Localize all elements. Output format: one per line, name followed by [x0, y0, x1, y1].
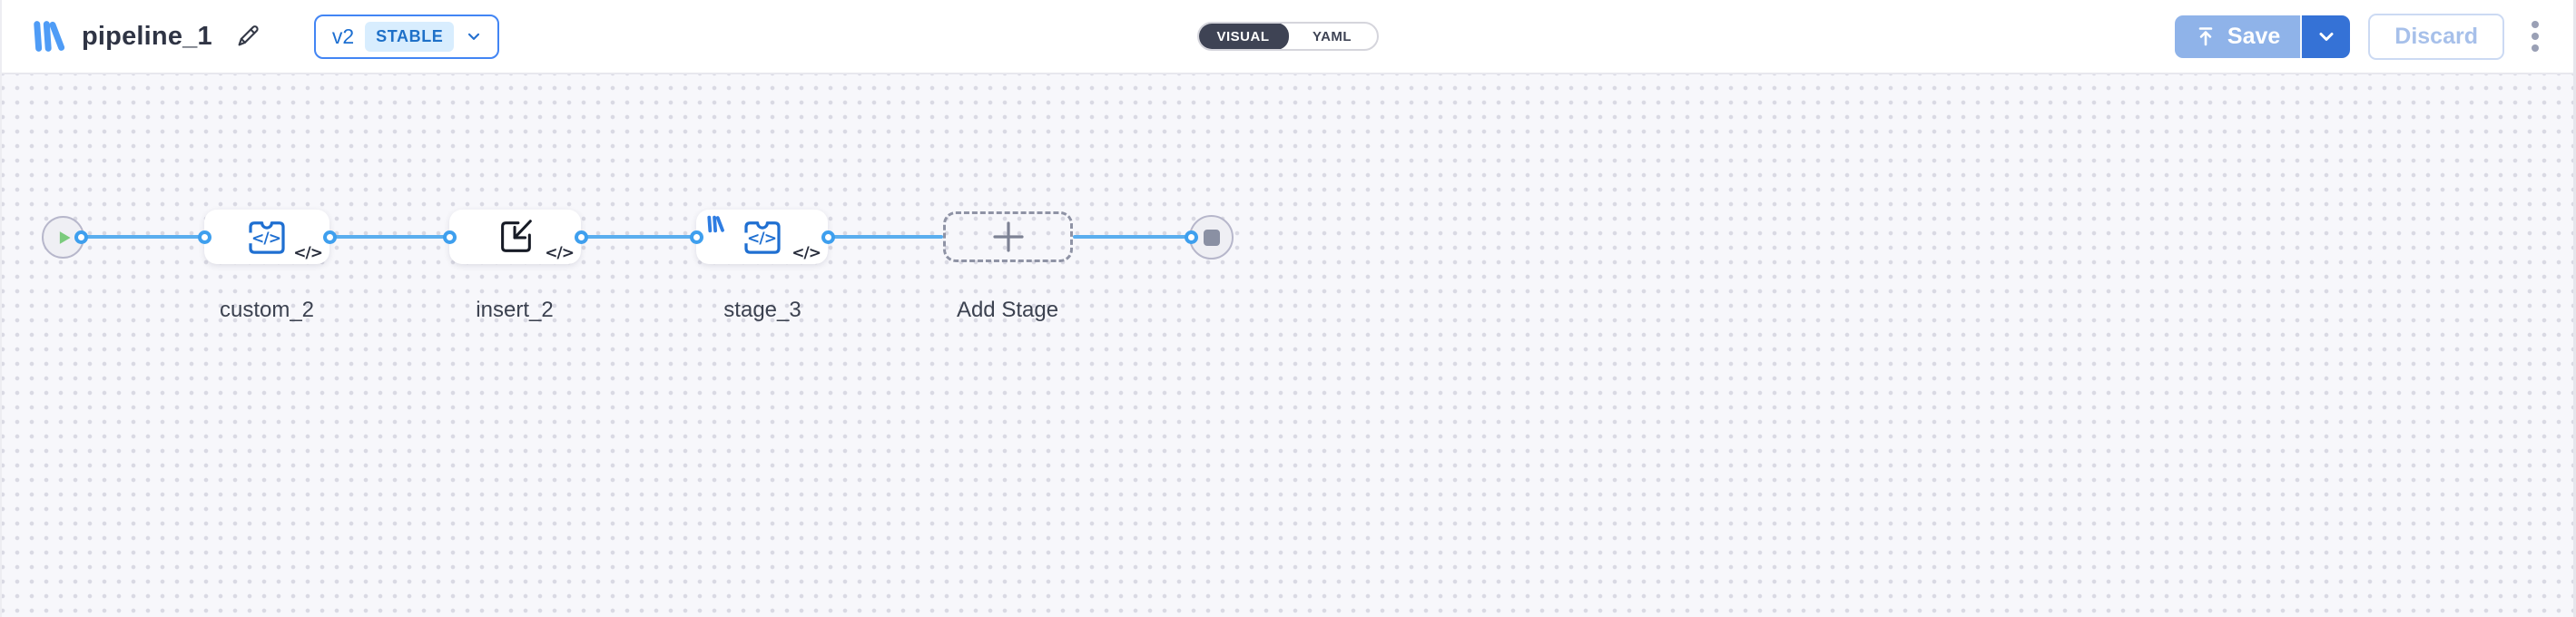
port-custom2-in[interactable] [198, 230, 211, 244]
code-badge: </> [293, 244, 323, 262]
edge-insert2-stage3[interactable] [581, 235, 696, 239]
insert-arrow-icon [495, 216, 536, 258]
stop-icon [1203, 229, 1220, 246]
svg-text:</>: </> [251, 230, 280, 248]
port-insert2-in[interactable] [443, 230, 457, 244]
port-end-in[interactable] [1185, 230, 1198, 244]
pipeline-title: pipeline_1 [82, 21, 212, 51]
tab-visual[interactable]: VISUAL [1198, 24, 1289, 49]
port-stage3-in[interactable] [690, 230, 703, 244]
code-badge: </> [791, 244, 821, 262]
code-plugin-icon: </> [738, 215, 787, 259]
node-label-custom-2: custom_2 [219, 298, 315, 322]
edge-stage3-addstage[interactable] [828, 235, 943, 239]
svg-text:</>: </> [746, 230, 775, 248]
header-right-group: Save Discard [2174, 13, 2544, 60]
version-selector[interactable]: v2 STABLE [313, 14, 500, 59]
kebab-menu-icon[interactable] [2526, 15, 2544, 57]
code-plugin-icon: </> [242, 215, 291, 259]
node-custom-2[interactable]: </> </> [204, 210, 329, 264]
port-insert2-out[interactable] [575, 230, 588, 244]
tab-yaml[interactable]: YAML [1312, 28, 1352, 44]
discard-button-label: Discard [2394, 23, 2478, 49]
upload-icon [2195, 25, 2217, 47]
app-logo-icon[interactable] [31, 17, 65, 55]
save-button[interactable]: Save [2174, 15, 2303, 58]
save-button-label: Save [2227, 23, 2281, 49]
add-stage-button[interactable] [943, 211, 1073, 262]
stage-logo-icon [705, 214, 725, 239]
node-label-add-stage: Add Stage [956, 298, 1059, 322]
view-mode-toggle: VISUAL YAML [1196, 22, 1379, 51]
port-custom2-out[interactable] [323, 230, 337, 244]
discard-button[interactable]: Discard [2368, 13, 2504, 60]
play-icon [54, 228, 74, 248]
chevron-down-icon [465, 27, 483, 45]
pipeline-canvas[interactable]: </> </> </> [2, 74, 2573, 617]
port-start-out[interactable] [74, 230, 88, 244]
header-left-group: pipeline_1 v2 STABLE [31, 14, 500, 59]
node-insert-2[interactable]: </> [449, 210, 581, 264]
edge-custom2-insert2[interactable] [329, 235, 449, 239]
edge-addstage-end[interactable] [1073, 235, 1191, 239]
port-stage3-out[interactable] [821, 230, 835, 244]
node-stage-3[interactable]: </> </> [696, 210, 828, 264]
save-options-caret[interactable] [2302, 15, 2351, 58]
version-stable-badge: STABLE [365, 21, 455, 52]
plus-icon [992, 220, 1025, 253]
edit-title-pencil-icon[interactable] [234, 23, 261, 50]
edge-start-custom2[interactable] [81, 235, 204, 239]
save-split-button: Save [2174, 15, 2351, 58]
node-label-stage-3: stage_3 [723, 298, 801, 322]
version-label: v2 [331, 24, 355, 48]
top-toolbar: pipeline_1 v2 STABLE VISUAL Y [2, 0, 2573, 74]
code-badge: </> [545, 244, 575, 262]
node-label-insert-2: insert_2 [476, 298, 554, 322]
